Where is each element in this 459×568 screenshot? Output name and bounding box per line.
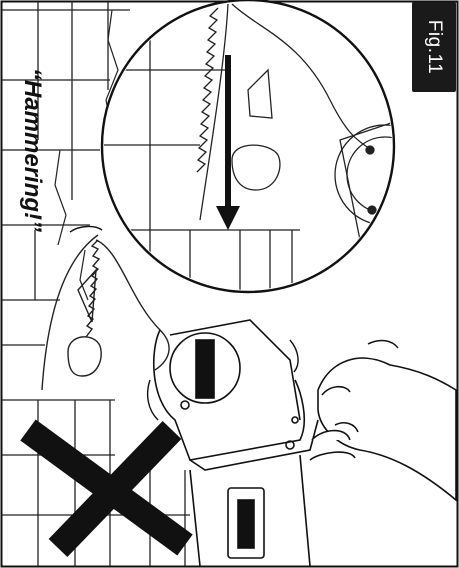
cross-mark-icon <box>28 430 185 548</box>
zoom-circle <box>100 0 435 300</box>
figure-label-text: Fig.11 <box>423 20 445 74</box>
caption-text: “Hammering!” <box>18 68 46 232</box>
hand <box>310 358 456 500</box>
figure-label: Fig.11 <box>412 2 456 92</box>
caption: “Hammering!” <box>0 30 64 270</box>
